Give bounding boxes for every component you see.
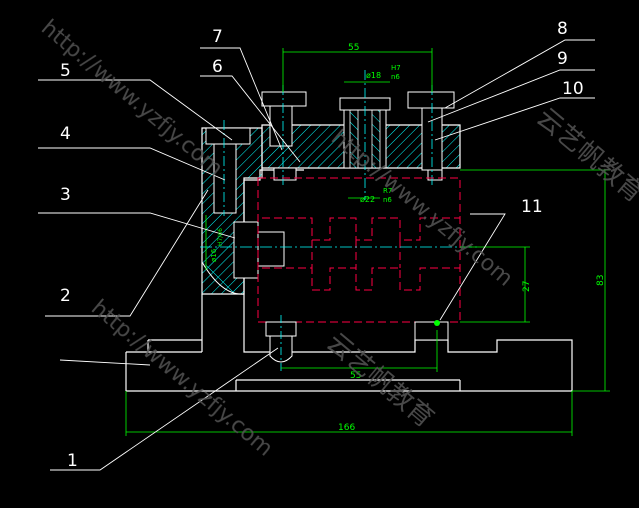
part-label-6: 6	[212, 57, 223, 77]
watermark-url-2: http://www.yzfjy.com	[86, 295, 277, 461]
part-label-4: 4	[60, 124, 71, 144]
dim-bore-bottom: ø22	[360, 195, 375, 204]
dim-pin-fit-tol: H7/n6	[217, 228, 224, 246]
dim-overall-length: 166	[338, 423, 355, 433]
part-label-11: 11	[521, 197, 543, 217]
bottom-stud	[265, 315, 297, 372]
dim-bore-top-fit-upper: H7	[391, 64, 401, 72]
dim-bore-top-fit-lower: n6	[391, 73, 400, 81]
leader-lines	[38, 39, 595, 471]
part-label-2: 2	[60, 286, 71, 306]
side-support	[201, 120, 263, 295]
watermark-brand-1: 云艺帆教育	[531, 102, 639, 209]
dim-top-width: 55	[348, 43, 359, 53]
watermark-url-1: http://www.yzfjy.com	[36, 15, 227, 181]
support-block	[414, 320, 449, 341]
watermark: http://www.yzfjy.com http://www.yzfjy.co…	[36, 15, 639, 461]
dim-height-total: 83	[596, 275, 606, 286]
dim-bore-bottom-fit-upper: R7	[383, 187, 392, 195]
dim-height-inner: 27	[522, 281, 532, 292]
part-label-9: 9	[557, 49, 568, 69]
watermark-brand-2: 云艺帆教育	[321, 327, 440, 434]
part-label-8: 8	[557, 19, 568, 39]
dimension-labels: 55 ø18 H7 n6 ø22 R7 n6 ø16 H7/n6 55 27 8…	[210, 43, 606, 433]
part-label-1: 1	[67, 451, 78, 471]
workpiece	[257, 177, 461, 323]
locating-pin	[201, 221, 285, 295]
dim-bore-bottom-fit-lower: n6	[383, 196, 392, 204]
part-label-10: 10	[562, 79, 584, 99]
part-label-7: 7	[212, 27, 223, 47]
dimension-lines	[125, 48, 610, 436]
dim-bore-top: ø18	[366, 71, 381, 80]
part-number-labels: 1 2 3 4 5 6 7 8 9 10 11	[60, 19, 584, 471]
dim-bottom-width: 55	[350, 371, 361, 381]
part-label-5: 5	[60, 61, 71, 81]
dim-pin-fit: ø16	[210, 248, 218, 262]
top-plate	[261, 70, 461, 200]
part-label-3: 3	[60, 185, 71, 205]
